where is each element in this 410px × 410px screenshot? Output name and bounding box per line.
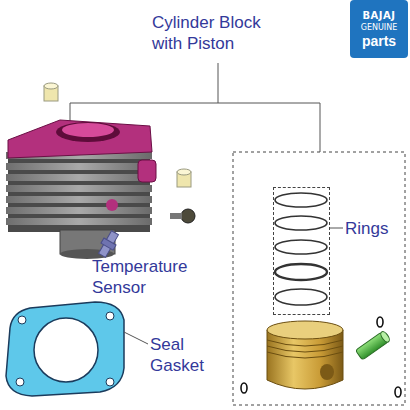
brand-logo: BAJAJGENUINEparts [350,0,408,58]
part-name: Cylinder Block with Piston [152,12,280,54]
rings-group-box: Rings [273,187,330,315]
piston-group-box [233,152,405,405]
part-name: Temperature Sensor [92,256,204,298]
seal-gasket-part [6,302,124,396]
piston-rings [275,193,327,305]
circlip [241,317,401,397]
temperature-sensor-part [96,229,121,259]
dowel-pin [177,169,191,187]
logo-text: BAJAJ [362,9,395,22]
piston [267,321,343,389]
leader-line [330,228,343,229]
part-name: Seal Gasket [150,334,240,376]
piston-pin [355,330,391,360]
leader-line [124,332,148,344]
bolt [170,209,195,223]
group-heading: Rings [345,218,388,239]
logo-text: GENUINE [361,22,398,33]
dowel-pin [44,83,58,101]
logo-text: parts [362,33,396,49]
cylinder-block [6,120,156,259]
bracket-line [218,63,219,103]
